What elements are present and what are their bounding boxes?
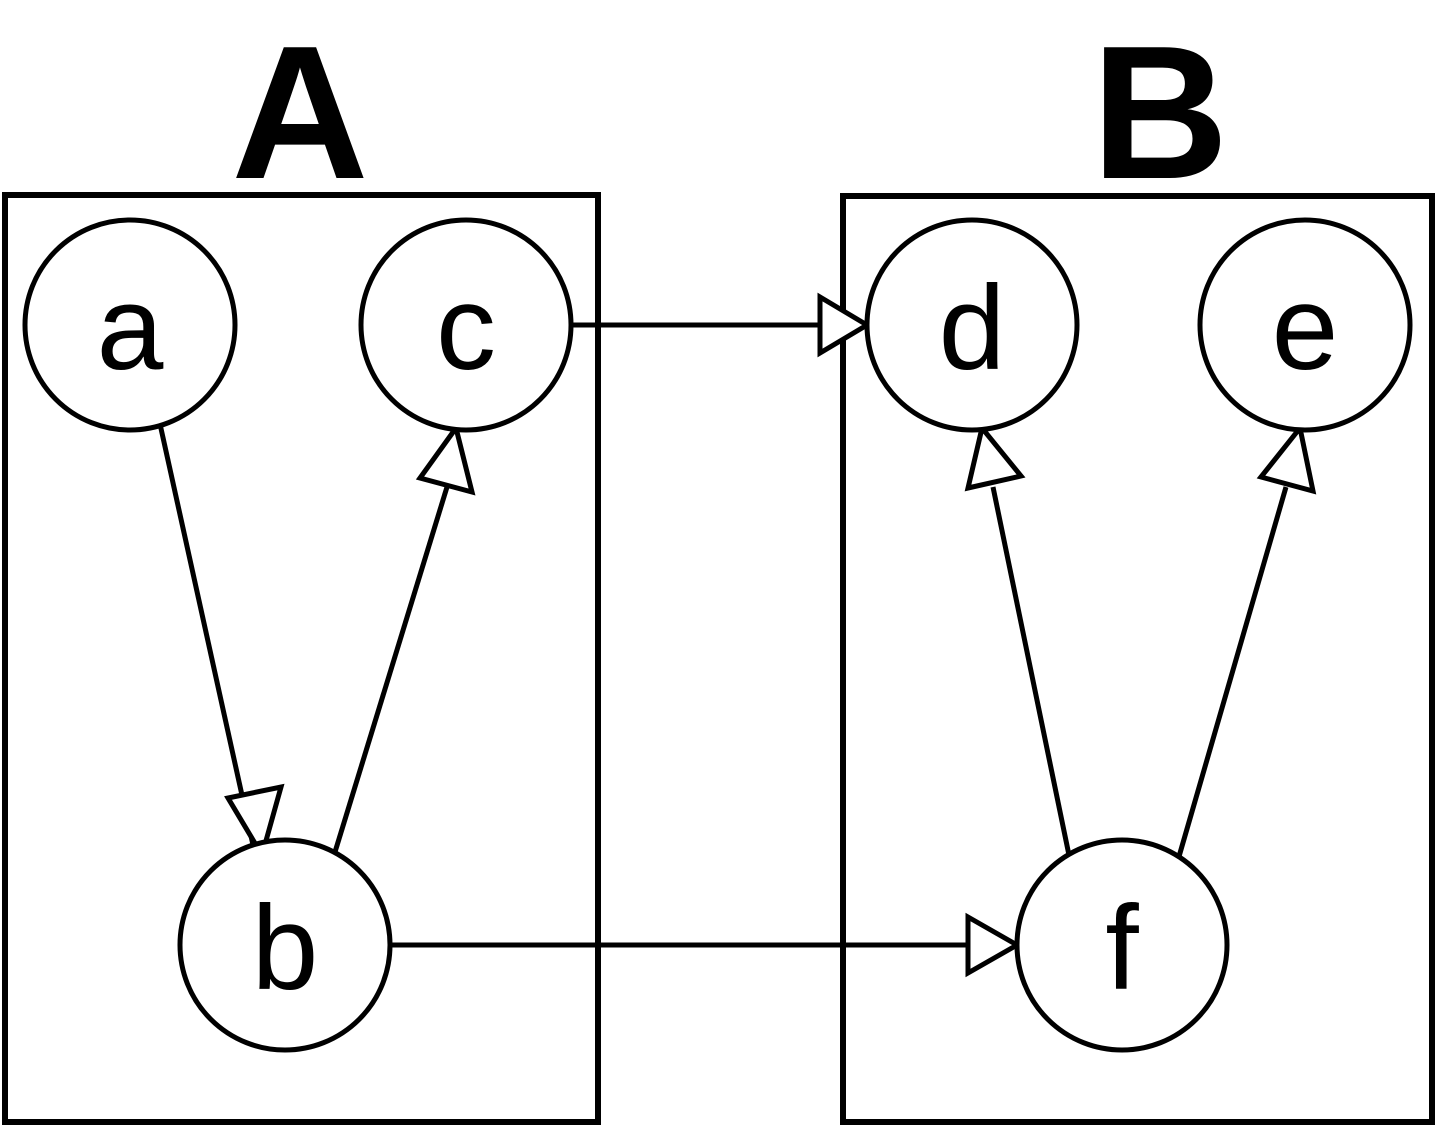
- node-c[interactable]: c: [358, 217, 574, 433]
- node-a-label: a: [97, 261, 164, 395]
- group-label-a: A: [231, 7, 368, 219]
- node-d-circle[interactable]: [864, 217, 1080, 433]
- edge-b-to-c-arrowhead: [415, 422, 476, 496]
- edge-a-to-b-arrowhead: [224, 783, 285, 862]
- edge-b-to-c-line: [332, 486, 450, 853]
- group-container-a[interactable]: [2, 192, 601, 1125]
- edge-b-to-c[interactable]: [332, 422, 476, 853]
- group-label-b: B: [1091, 7, 1228, 219]
- node-e-circle[interactable]: [1197, 217, 1413, 433]
- node-c-circle[interactable]: [358, 217, 574, 433]
- node-b[interactable]: b: [177, 837, 393, 1053]
- edge-f-to-d-line: [990, 486, 1073, 861]
- node-b-label: b: [252, 881, 319, 1015]
- edge-f-to-d-arrowhead: [964, 422, 1026, 492]
- node-d[interactable]: d: [864, 217, 1080, 433]
- node-f-circle[interactable]: [1014, 837, 1230, 1053]
- node-a-circle[interactable]: [22, 217, 238, 433]
- node-f-label: f: [1105, 881, 1139, 1015]
- edge-f-to-e-line: [1175, 486, 1289, 861]
- node-e-label: e: [1272, 261, 1339, 395]
- edge-b-to-f-arrowhead: [965, 912, 1023, 978]
- edge-f-to-e[interactable]: [1175, 422, 1317, 861]
- node-c-label: c: [436, 261, 496, 395]
- node-b-circle[interactable]: [177, 837, 393, 1053]
- edge-c-to-d-arrowhead: [817, 292, 872, 358]
- edge-a-to-b-line: [157, 423, 256, 846]
- node-f[interactable]: f: [1014, 837, 1230, 1053]
- edge-c-to-d[interactable]: [571, 292, 872, 358]
- edge-f-to-e-arrowhead: [1256, 422, 1317, 495]
- edge-b-to-f[interactable]: [390, 912, 1023, 978]
- edge-f-to-d[interactable]: [964, 422, 1073, 861]
- node-a[interactable]: a: [22, 217, 238, 433]
- group-box-b[interactable]: [840, 193, 1435, 1125]
- group-box-a[interactable]: [2, 192, 601, 1125]
- edge-a-to-b[interactable]: [157, 423, 285, 862]
- node-e[interactable]: e: [1197, 217, 1413, 433]
- group-container-b[interactable]: [840, 193, 1435, 1125]
- node-d-label: d: [939, 261, 1006, 395]
